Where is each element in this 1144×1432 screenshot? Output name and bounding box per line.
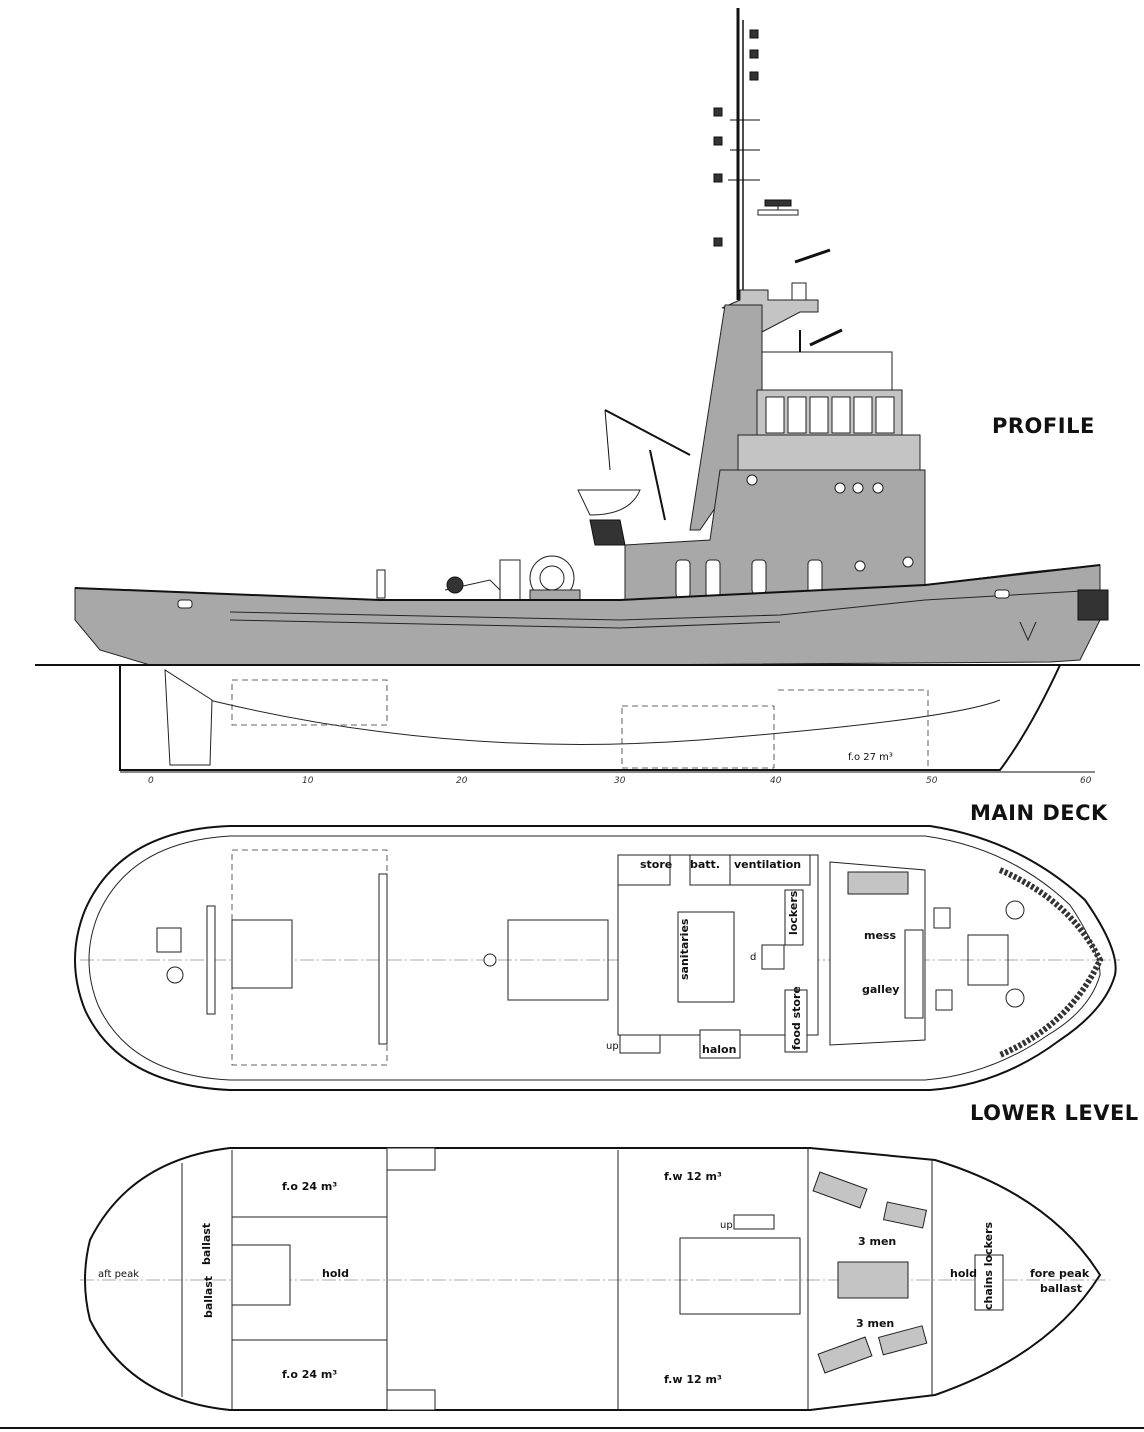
halon-room — [699, 1029, 741, 1059]
sanitaries-room — [677, 911, 735, 1003]
deck-winch — [507, 919, 609, 1001]
door-label: d — [750, 952, 756, 963]
sanitaries-label: sanitaries — [678, 918, 691, 980]
bow-fender-deck — [998, 867, 1104, 1058]
food-store-room — [784, 989, 808, 1053]
fresh-water-bottom-label: f.w 12 m³ — [664, 1373, 722, 1386]
tick-50: 50 — [926, 776, 938, 786]
lockers-label: lockers — [787, 890, 800, 935]
lower-level-view: LOWER LEVEL aft peak ballast ballast f.o… — [80, 1101, 1139, 1411]
up-label: up — [606, 1041, 619, 1052]
store-label: store — [640, 858, 672, 871]
chains-lockers-label: chains lockers — [982, 1221, 995, 1310]
galley-label: galley — [862, 983, 899, 996]
hull-above-waterline — [74, 564, 1101, 666]
anchor-icon — [1019, 621, 1037, 642]
tick-60: 60 — [1080, 776, 1092, 786]
hull-below-waterline — [119, 664, 1061, 771]
superstructure — [624, 434, 926, 601]
food-store-label: food store — [790, 986, 803, 1050]
mast — [713, 8, 831, 302]
tick-30: 30 — [614, 776, 626, 786]
tick-20: 20 — [456, 776, 468, 786]
fresh-water-top-label: f.w 12 m³ — [664, 1170, 722, 1183]
fore-peak-label: fore peak — [1030, 1267, 1090, 1280]
towing-winch — [376, 555, 581, 606]
main-deck-title: MAIN DECK — [970, 801, 1108, 825]
davit-crane — [577, 409, 691, 546]
lifeboat — [577, 489, 641, 516]
hold-fwd-label: hold — [950, 1267, 977, 1280]
lower-level-hull-outline — [84, 1147, 1102, 1411]
anchor-windlass — [967, 934, 1009, 986]
wheelhouse — [756, 328, 903, 436]
ballast-label-bottom: ballast — [202, 1276, 215, 1318]
mess-galley: mess galley — [829, 861, 926, 1046]
ballast-label-top: ballast — [200, 1223, 213, 1265]
crew-cabin-top-label: 3 men — [858, 1235, 896, 1248]
rudder — [164, 669, 213, 766]
scale-ticks: 0 10 20 30 40 50 60 — [148, 776, 1092, 786]
battery-room — [689, 854, 731, 886]
engine-room-outline — [679, 1237, 801, 1315]
tick-0: 0 — [148, 776, 154, 786]
ventilation-label: ventilation — [734, 858, 801, 871]
ventilation-room — [729, 854, 811, 886]
hold-aft-label: hold — [322, 1267, 349, 1280]
profile-title: PROFILE — [992, 414, 1095, 438]
lower-stairs — [733, 1214, 775, 1230]
fuel-tank-label: f.o 27 m³ — [848, 752, 893, 763]
lower-level-title: LOWER LEVEL — [970, 1101, 1139, 1125]
main-deck-view: MAIN DECK store batt. ventilation sanita… — [74, 801, 1120, 1091]
accommodation-block: store batt. ventilation sanitaries locke… — [606, 854, 819, 1059]
crew-bunks — [837, 1261, 909, 1299]
tick-10: 10 — [302, 776, 314, 786]
fuel-tank-top-label: f.o 24 m³ — [282, 1180, 337, 1193]
halon-label: halon — [702, 1043, 736, 1056]
fore-ballast-label: ballast — [1040, 1282, 1082, 1295]
crew-cabin-bottom-label: 3 men — [856, 1317, 894, 1330]
stairs — [619, 1034, 661, 1054]
lower-up-label: up — [720, 1220, 733, 1231]
aft-peak-label: aft peak — [98, 1269, 139, 1280]
profile-view: PROFILE — [35, 8, 1140, 786]
battery-label: batt. — [690, 858, 720, 871]
mess-label: mess — [864, 929, 896, 942]
lockers-area — [784, 889, 804, 946]
store-room — [617, 854, 671, 886]
fuel-tank-bottom-label: f.o 24 m³ — [282, 1368, 337, 1381]
tick-40: 40 — [770, 776, 782, 786]
bow-fender — [1077, 589, 1109, 621]
main-deck-hull-outline — [74, 825, 1117, 1091]
